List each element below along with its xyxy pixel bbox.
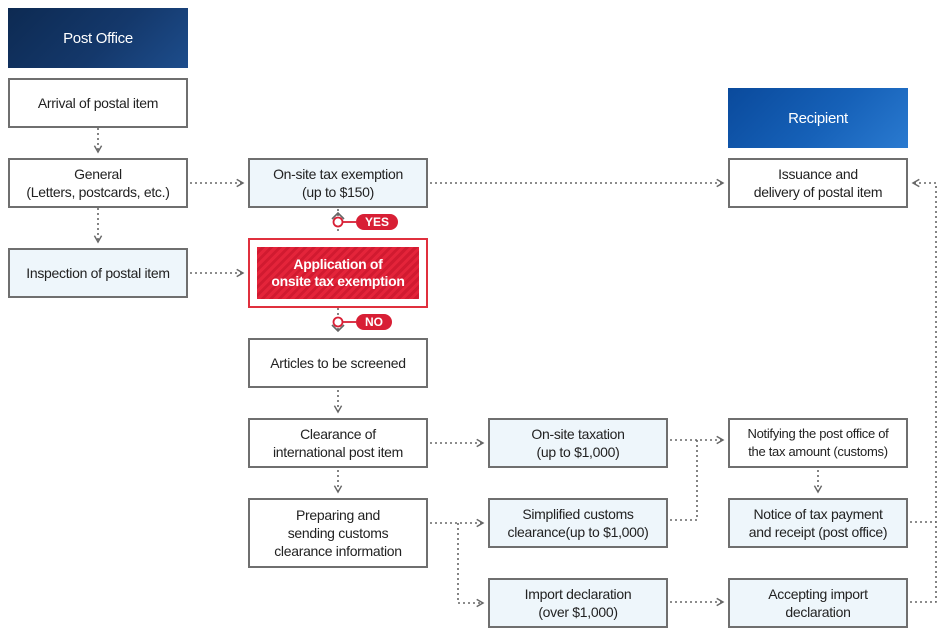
post-office-header: Post Office — [8, 8, 188, 68]
node-onsite-tax-exemption: On-site tax exemption (up to $150) — [248, 158, 428, 208]
yes-up-chevron — [331, 211, 345, 220]
arrow-right-loop-to-issuance — [910, 178, 937, 603]
node-notice-of-tax-payment: Notice of tax payment and receipt (post … — [728, 498, 908, 548]
node-clearance-of-international-post-item: Clearance of international post item — [248, 418, 428, 468]
node-arrival-of-postal-item: Arrival of postal item — [8, 78, 188, 128]
node-preparing-and-sending-customs-info: Preparing and sending customs clearance … — [248, 498, 428, 568]
arrow-simplified-to-notifying — [670, 440, 698, 521]
node-import-declaration: Import declaration (over $1,000) — [488, 578, 668, 628]
recipient-header: Recipient — [728, 88, 908, 148]
node-simplified-customs-clearance: Simplified customs clearance(up to $1,00… — [488, 498, 668, 548]
yes-tag: YES — [356, 214, 399, 230]
application-highlight-box: Application of onsite tax exemption — [257, 247, 419, 299]
node-application-of-onsite-tax-exemption: Application of onsite tax exemption — [248, 238, 428, 308]
node-inspection-of-postal-item: Inspection of postal item — [8, 248, 188, 298]
no-down-chevron — [331, 324, 345, 333]
post-office-header-label: Post Office — [63, 29, 133, 47]
arrow-preparing-to-import — [457, 523, 485, 608]
node-general: General (Letters, postcards, etc.) — [8, 158, 188, 208]
node-issuance-and-delivery: Issuance and delivery of postal item — [728, 158, 908, 208]
node-onsite-taxation: On-site taxation (up to $1,000) — [488, 418, 668, 468]
no-connector-dot — [332, 316, 344, 328]
yes-connector-dot — [332, 216, 344, 228]
node-articles-to-be-screened: Articles to be screened — [248, 338, 428, 388]
no-tag: NO — [356, 314, 392, 330]
node-accepting-import-declaration: Accepting import declaration — [728, 578, 908, 628]
node-notifying-post-office: Notifying the post office of the tax amo… — [728, 418, 908, 468]
recipient-header-label: Recipient — [788, 109, 848, 127]
